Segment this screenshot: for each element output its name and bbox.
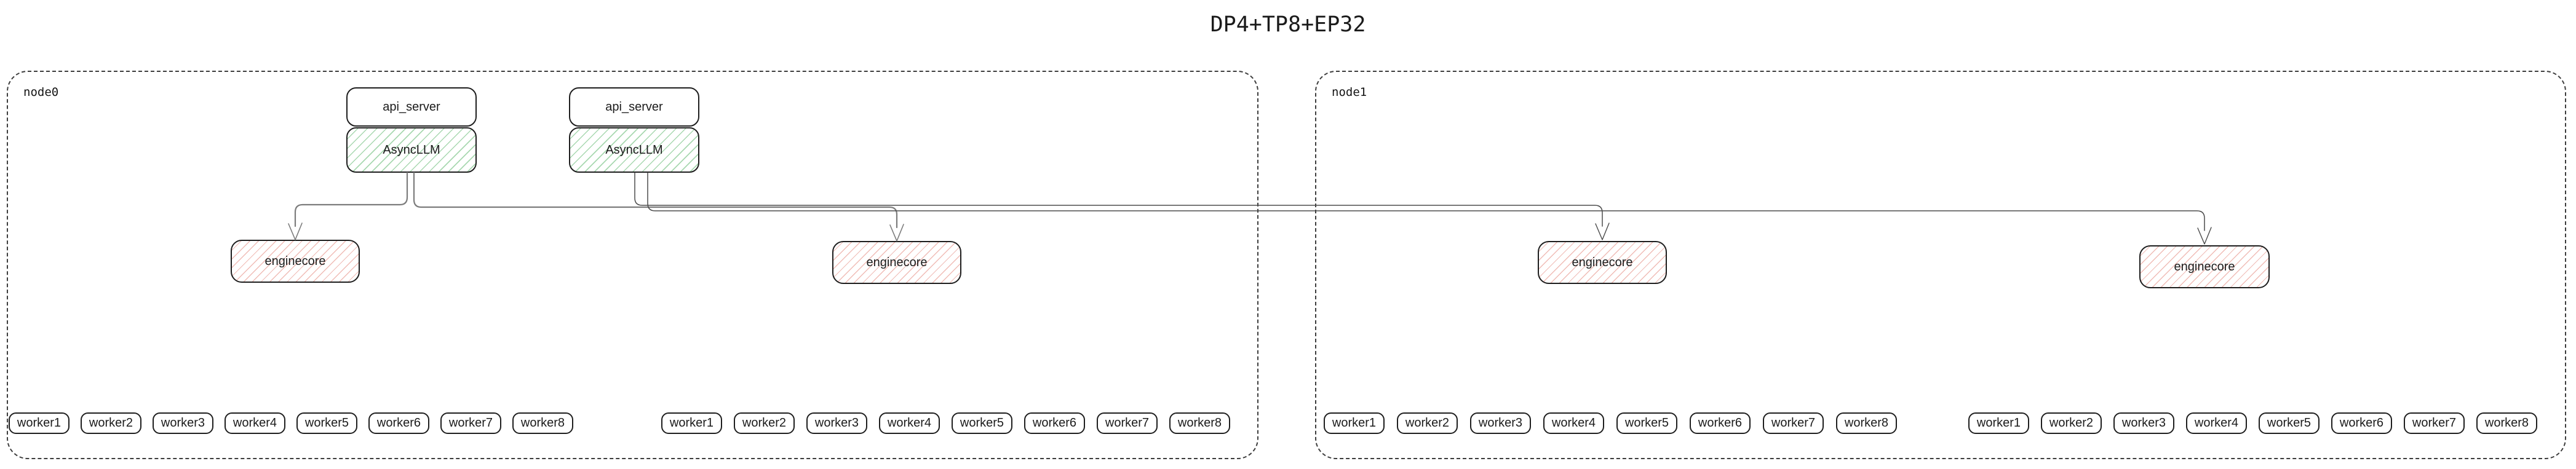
worker-box: worker3 — [806, 412, 867, 434]
worker-box: worker4 — [879, 412, 940, 434]
worker-box: worker2 — [81, 412, 141, 434]
worker-box: worker6 — [1690, 412, 1751, 434]
worker-row-node1-a: worker1 worker2 worker3 worker4 worker5 worke… — [1324, 412, 1897, 434]
worker-box: worker2 — [2041, 412, 2102, 434]
worker-box: worker6 — [368, 412, 429, 434]
worker-row-node0-a: worker1 worker2 worker3 worker4 worker5 worke… — [9, 412, 573, 434]
worker-row-node1-b: worker1 worker2 worker3 worker4 worker5 worke… — [1968, 412, 2537, 434]
enginecore-box: enginecore — [1538, 241, 1667, 284]
worker-box: worker3 — [2113, 412, 2174, 434]
worker-box: worker5 — [2259, 412, 2320, 434]
worker-row-node0-b: worker1 worker2 worker3 worker4 worker5 worke… — [661, 412, 1230, 434]
worker-box: worker5 — [1616, 412, 1677, 434]
api-server-box: api_server — [346, 87, 477, 127]
node1-box — [1315, 71, 2566, 459]
worker-box: worker6 — [2331, 412, 2392, 434]
node0-box — [7, 71, 1258, 459]
worker-box: worker7 — [1097, 412, 1158, 434]
worker-box: worker3 — [153, 412, 213, 434]
worker-box: worker2 — [734, 412, 795, 434]
worker-box: worker4 — [2186, 412, 2247, 434]
worker-box: worker5 — [296, 412, 357, 434]
enginecore-box: enginecore — [231, 240, 360, 283]
node0-label: node0 — [23, 85, 59, 99]
worker-box: worker7 — [2404, 412, 2465, 434]
worker-box: worker1 — [1324, 412, 1385, 434]
worker-box: worker8 — [1836, 412, 1897, 434]
worker-box: worker6 — [1024, 412, 1085, 434]
worker-box: worker4 — [225, 412, 285, 434]
worker-box: worker7 — [440, 412, 501, 434]
worker-box: worker3 — [1470, 412, 1531, 434]
worker-box: worker1 — [9, 412, 70, 434]
api-server-box: api_server — [569, 87, 699, 127]
worker-box: worker5 — [952, 412, 1012, 434]
diagram-title: DP4+TP8+EP32 — [1210, 12, 1366, 37]
worker-box: worker7 — [1763, 412, 1824, 434]
worker-box: worker8 — [1169, 412, 1230, 434]
enginecore-box: enginecore — [832, 241, 961, 284]
worker-box: worker2 — [1397, 412, 1458, 434]
asyncllm-box: AsyncLLM — [346, 127, 477, 173]
worker-box: worker1 — [661, 412, 722, 434]
node1-label: node1 — [1332, 85, 1367, 99]
worker-box: worker1 — [1968, 412, 2029, 434]
worker-box: worker4 — [1543, 412, 1604, 434]
asyncllm-box: AsyncLLM — [569, 127, 699, 173]
enginecore-box: enginecore — [2139, 245, 2270, 288]
worker-box: worker8 — [512, 412, 573, 434]
worker-box: worker8 — [2476, 412, 2537, 434]
